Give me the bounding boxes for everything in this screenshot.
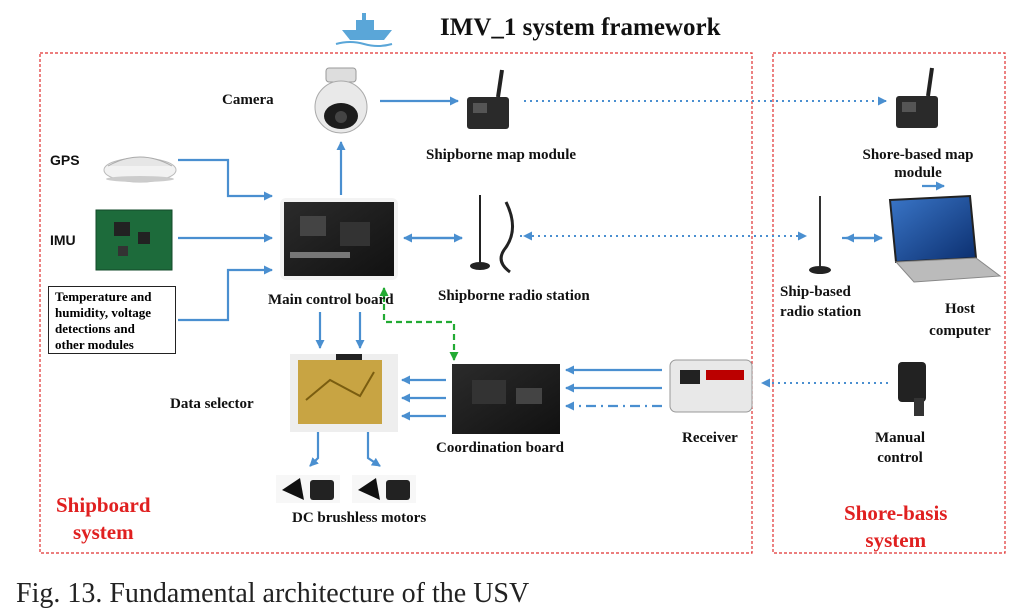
imu-board-image [95,209,173,271]
main-control-board-label: Main control board [268,292,394,308]
ship-based-radio-line-2: radio station [780,304,862,320]
main-control-board-image [280,198,398,280]
shore-label-line-2: system [865,528,927,552]
temperature-line-3: detections and [55,321,135,336]
temperature-line-1: Temperature and [55,289,152,304]
receiver-label: Receiver [682,430,738,446]
green-feedback-link [379,287,459,361]
connection-arrows [178,96,945,467]
data-selector-image [290,354,398,432]
temperature-line-2: humidity, voltage [55,305,152,320]
manual-control-label: Manual control [875,428,925,468]
ship-logo-icon [335,13,393,47]
manual-control-image [898,362,926,416]
shipborne-map-module-image [467,69,509,129]
coordination-board-label: Coordination board [436,440,564,456]
host-computer-line-2: computer [929,323,991,339]
figure-caption: Fig. 13. Fundamental architecture of the… [16,578,530,609]
imu-label: IMU [50,232,76,248]
ship-based-radio-line-1: Ship-based [780,284,851,300]
ship-based-radio-label: Ship-based radio station [780,282,861,322]
diagram-title: IMV_1 system framework [440,14,721,41]
host-computer-laptop-image [888,194,1002,283]
shipborne-radio-antenna-image [470,195,514,274]
shipborne-radio-station-label: Shipborne radio station [438,288,590,304]
dc-motor-left-image [276,475,340,503]
temperature-modules-box: Temperature and humidity, voltage detect… [48,286,176,354]
shore-region-border [772,52,1006,554]
shore-label-line-1: Shore-basis [844,501,948,525]
dc-motors-label: DC brushless motors [292,510,427,526]
gps-antenna-image [103,156,177,183]
host-computer-line-1: Host [945,301,975,317]
camera-image [314,67,368,134]
shore-system-label: Shore-basis system [844,500,947,554]
ship-based-radio-antenna-image [809,196,831,274]
manual-control-line-2: control [877,450,923,466]
coordination-board-image [452,364,560,434]
shipborne-map-module-label: Shipborne map module [426,147,577,163]
temperature-line-4: other modules [55,337,134,352]
shore-map-module-label: Shore-based map module [863,146,974,182]
shore-map-module-image [896,67,938,128]
shipboard-region-border [39,52,753,554]
wireless-links [520,96,888,388]
manual-control-line-1: Manual [874,430,926,446]
shipboard-system-label: Shipboard system [56,492,151,546]
host-computer-label: Host computer [929,298,991,342]
shipboard-label-line-1: Shipboard [56,493,151,517]
dc-motor-right-image [352,475,416,503]
shore-map-module-line-2: module [894,165,942,181]
gps-label: GPS [50,152,80,168]
camera-label: Camera [222,92,274,108]
receiver-image [669,359,753,413]
shore-map-module-line-1: Shore-based map [862,147,974,163]
data-selector-label: Data selector [170,396,254,412]
shipboard-label-line-2: system [72,520,134,544]
